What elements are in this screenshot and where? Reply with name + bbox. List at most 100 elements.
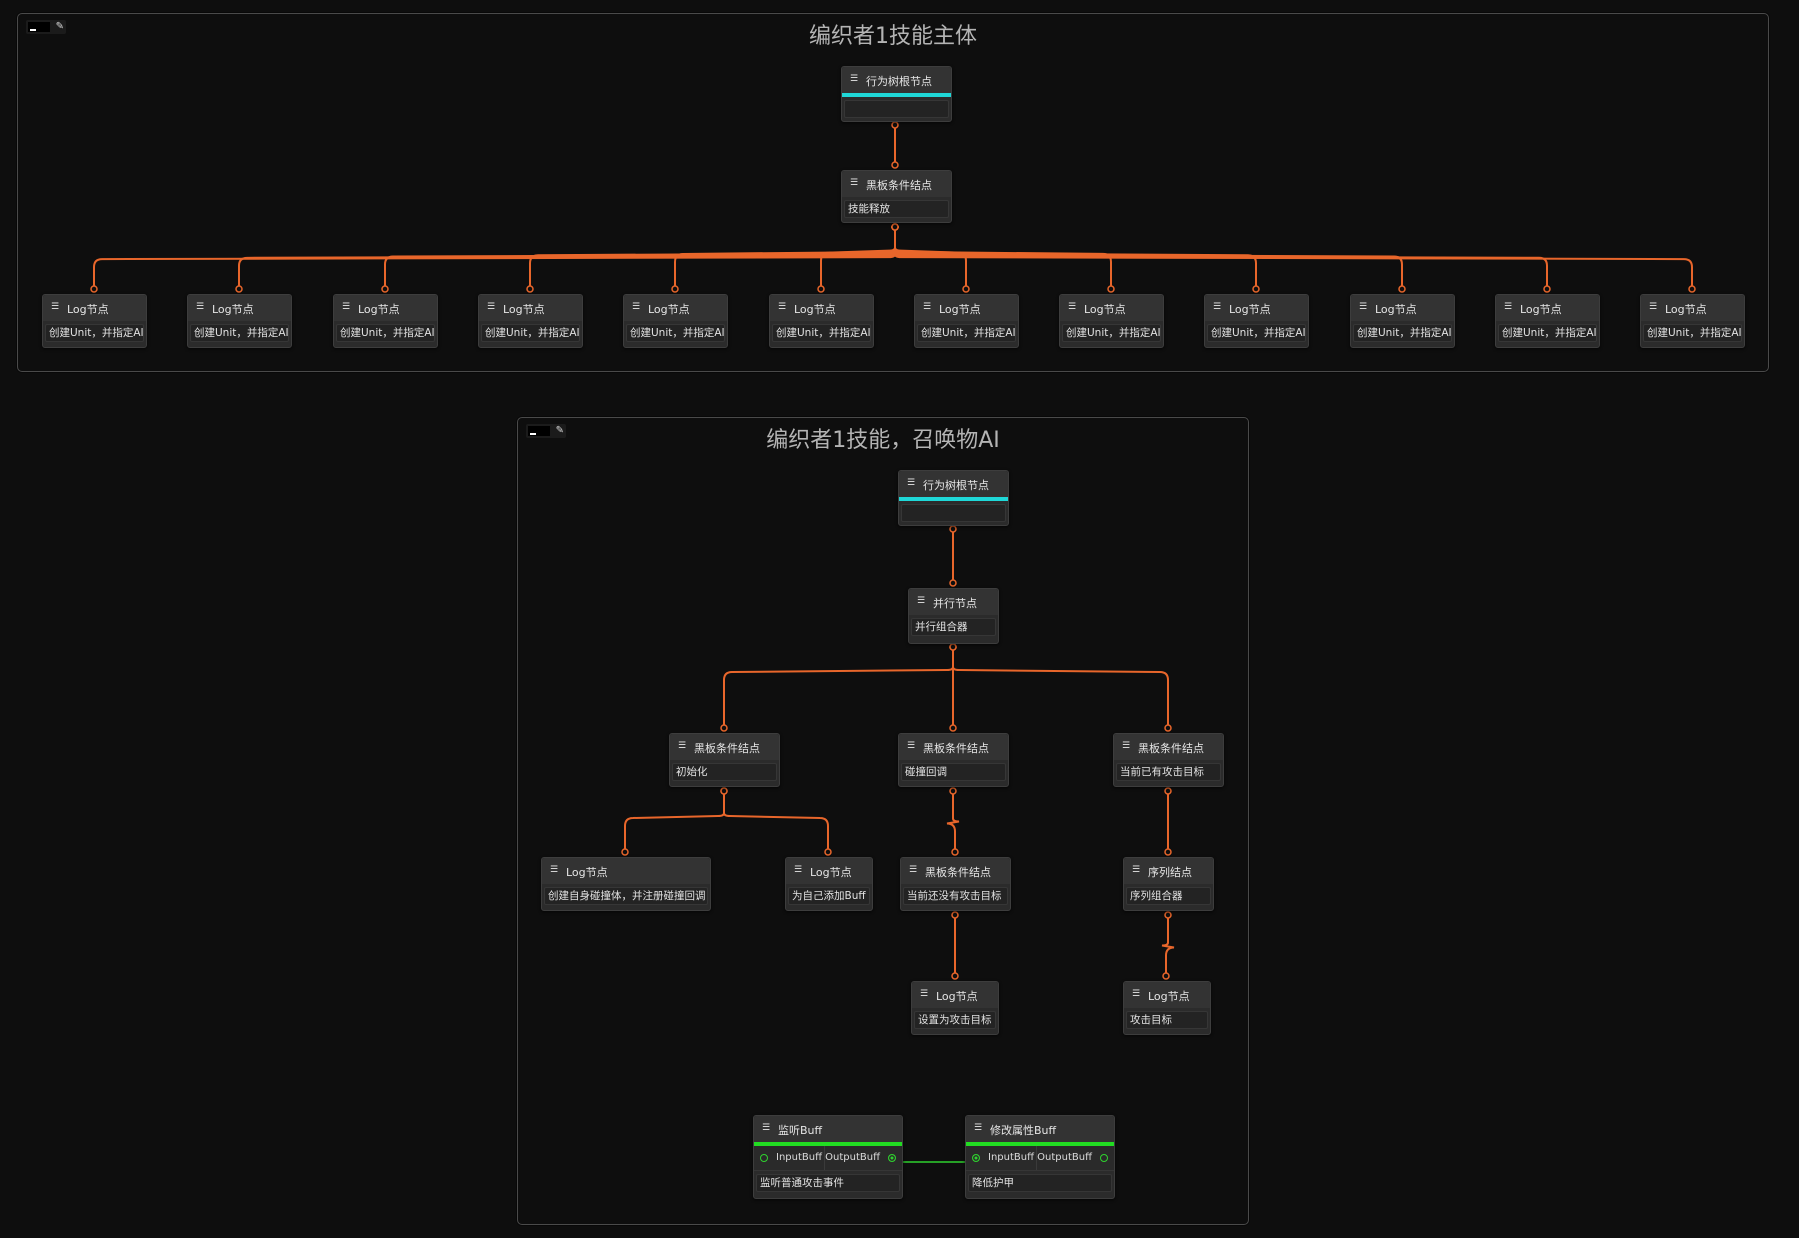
log-node[interactable]: ☰Log节点创建Unit，并指定AI bbox=[187, 294, 292, 348]
node-type-icon: ☰ bbox=[1068, 302, 1077, 312]
node-field[interactable]: 创建Unit，并指定AI bbox=[1498, 324, 1597, 342]
behavior-tree-root-node[interactable]: ☰行为树根节点 bbox=[898, 470, 1009, 526]
blackboard-condition-node[interactable]: ☰黑板条件结点 碰撞回调 bbox=[898, 733, 1009, 787]
log-node[interactable]: ☰Log节点创建Unit，并指定AI bbox=[623, 294, 728, 348]
node-type-icon: ☰ bbox=[1122, 741, 1131, 751]
log-node[interactable]: ☰Log节点创建Unit，并指定AI bbox=[478, 294, 583, 348]
node-field[interactable]: 创建Unit，并指定AI bbox=[917, 324, 1016, 342]
node-field[interactable]: 创建Unit，并指定AI bbox=[1062, 324, 1161, 342]
log-node[interactable]: ☰Log节点创建Unit，并指定AI bbox=[914, 294, 1019, 348]
log-node[interactable]: ☰Log节点创建Unit，并指定AI bbox=[1059, 294, 1164, 348]
node-type-icon: ☰ bbox=[762, 1123, 771, 1133]
node-field[interactable]: 创建Unit，并指定AI bbox=[45, 324, 144, 342]
log-node[interactable]: ☰Log节点创建Unit，并指定AI bbox=[42, 294, 147, 348]
minimap-icon bbox=[528, 426, 550, 436]
node-type-icon: ☰ bbox=[909, 865, 918, 875]
group-toolbar[interactable]: ✎ bbox=[526, 424, 566, 438]
node-field[interactable] bbox=[901, 504, 1006, 522]
node-type-icon: ☰ bbox=[907, 741, 916, 751]
port-dot-icon[interactable] bbox=[760, 1154, 768, 1162]
blackboard-condition-node[interactable]: ☰黑板条件结点 技能释放 bbox=[841, 170, 952, 223]
node-field[interactable]: 创建Unit，并指定AI bbox=[190, 324, 289, 342]
pin-icon[interactable]: ✎ bbox=[555, 425, 564, 436]
node-type-icon: ☰ bbox=[920, 989, 929, 999]
node-field[interactable]: 降低护甲 bbox=[968, 1174, 1112, 1192]
port-dot-icon[interactable] bbox=[1100, 1154, 1108, 1162]
node-type-icon: ☰ bbox=[632, 302, 641, 312]
node-field[interactable]: 当前已有攻击目标 bbox=[1116, 763, 1221, 781]
group-title: 编织者1技能，召唤物AI bbox=[766, 428, 1000, 453]
blackboard-condition-node[interactable]: ☰黑板条件结点 当前已有攻击目标 bbox=[1113, 733, 1224, 787]
log-node[interactable]: ☰Log节点 为自己添加Buff bbox=[785, 857, 873, 911]
log-node[interactable]: ☰Log节点创建Unit，并指定AI bbox=[769, 294, 874, 348]
node-type-icon: ☰ bbox=[1132, 865, 1141, 875]
node-type-icon: ☰ bbox=[678, 741, 687, 751]
node-field[interactable]: 创建Unit，并指定AI bbox=[626, 324, 725, 342]
root-color-bar bbox=[899, 497, 1008, 501]
node-field[interactable]: 设置为攻击目标 bbox=[914, 1011, 996, 1029]
node-type-icon: ☰ bbox=[196, 302, 205, 312]
log-node[interactable]: ☰Log节点 攻击目标 bbox=[1123, 981, 1211, 1035]
behavior-tree-root-node[interactable]: ☰行为树根节点 bbox=[841, 66, 952, 122]
node-field[interactable]: 创建Unit，并指定AI bbox=[1353, 324, 1452, 342]
node-field[interactable] bbox=[844, 100, 949, 118]
port-dot-icon[interactable] bbox=[972, 1154, 980, 1162]
node-field[interactable]: 当前还没有攻击目标 bbox=[903, 887, 1008, 905]
node-field[interactable]: 为自己添加Buff bbox=[788, 887, 870, 905]
node-field[interactable]: 并行组合器 bbox=[911, 618, 996, 636]
node-type-icon: ☰ bbox=[850, 178, 859, 188]
node-field[interactable]: 技能释放 bbox=[844, 200, 949, 218]
node-type-icon: ☰ bbox=[1359, 302, 1368, 312]
log-node[interactable]: ☰Log节点 创建自身碰撞体，并注册碰撞回调 bbox=[541, 857, 711, 911]
node-field[interactable]: 碰撞回调 bbox=[901, 763, 1006, 781]
node-type-icon: ☰ bbox=[778, 302, 787, 312]
log-node[interactable]: ☰Log节点 设置为攻击目标 bbox=[911, 981, 999, 1035]
log-node[interactable]: ☰Log节点创建Unit，并指定AI bbox=[1204, 294, 1309, 348]
node-field[interactable]: 创建Unit，并指定AI bbox=[1207, 324, 1306, 342]
node-field[interactable]: 创建自身碰撞体，并注册碰撞回调 bbox=[544, 887, 708, 905]
node-type-icon: ☰ bbox=[917, 596, 926, 606]
log-node[interactable]: ☰Log节点创建Unit，并指定AI bbox=[1350, 294, 1455, 348]
blackboard-condition-node[interactable]: ☰黑板条件结点 当前还没有攻击目标 bbox=[900, 857, 1011, 911]
sequence-node[interactable]: ☰序列结点 序列组合器 bbox=[1123, 857, 1214, 911]
port-dot-icon[interactable] bbox=[888, 1154, 896, 1162]
group-summon-ai[interactable]: ✎ 编织者1技能，召唤物AI bbox=[517, 417, 1249, 1225]
blackboard-condition-node[interactable]: ☰黑板条件结点 初始化 bbox=[669, 733, 780, 787]
group-toolbar[interactable]: ✎ bbox=[26, 20, 66, 34]
node-field[interactable]: 创建Unit，并指定AI bbox=[772, 324, 871, 342]
node-type-icon: ☰ bbox=[1649, 302, 1658, 312]
root-color-bar bbox=[842, 93, 951, 97]
minimap-icon bbox=[28, 22, 50, 32]
node-type-icon: ☰ bbox=[51, 302, 60, 312]
node-field[interactable]: 创建Unit，并指定AI bbox=[336, 324, 435, 342]
node-field[interactable]: 创建Unit，并指定AI bbox=[481, 324, 580, 342]
node-field[interactable]: 攻击目标 bbox=[1126, 1011, 1208, 1029]
log-node[interactable]: ☰Log节点创建Unit，并指定AI bbox=[333, 294, 438, 348]
input-buff-port[interactable]: InputBuff bbox=[966, 1146, 1038, 1170]
buff-color-bar bbox=[966, 1142, 1114, 1146]
node-field[interactable]: 监听普通攻击事件 bbox=[756, 1174, 900, 1192]
node-type-icon: ☰ bbox=[1132, 989, 1141, 999]
buff-color-bar bbox=[754, 1142, 902, 1146]
node-field[interactable]: 序列组合器 bbox=[1126, 887, 1211, 905]
node-type-icon: ☰ bbox=[794, 865, 803, 875]
node-field[interactable]: 创建Unit，并指定AI bbox=[1643, 324, 1742, 342]
output-buff-port[interactable]: OutputBuff bbox=[825, 1146, 902, 1170]
node-type-icon: ☰ bbox=[1504, 302, 1513, 312]
log-node[interactable]: ☰Log节点创建Unit，并指定AI bbox=[1495, 294, 1600, 348]
node-type-icon: ☰ bbox=[850, 74, 859, 84]
node-type-icon: ☰ bbox=[923, 302, 932, 312]
pin-icon[interactable]: ✎ bbox=[55, 21, 64, 32]
modify-attribute-buff-node[interactable]: ☰修改属性Buff InputBuff OutputBuff 降低护甲 bbox=[965, 1115, 1115, 1199]
log-node[interactable]: ☰Log节点创建Unit，并指定AI bbox=[1640, 294, 1745, 348]
node-type-icon: ☰ bbox=[487, 302, 496, 312]
node-field[interactable]: 初始化 bbox=[672, 763, 777, 781]
node-type-icon: ☰ bbox=[907, 478, 916, 488]
output-buff-port[interactable]: OutputBuff bbox=[1037, 1146, 1114, 1170]
parallel-node[interactable]: ☰并行节点 并行组合器 bbox=[908, 588, 999, 644]
node-type-icon: ☰ bbox=[1213, 302, 1222, 312]
node-type-icon: ☰ bbox=[974, 1123, 983, 1133]
input-buff-port[interactable]: InputBuff bbox=[754, 1146, 826, 1170]
group-title: 编织者1技能主体 bbox=[809, 24, 977, 49]
listen-buff-node[interactable]: ☰监听Buff InputBuff OutputBuff 监听普通攻击事件 bbox=[753, 1115, 903, 1199]
